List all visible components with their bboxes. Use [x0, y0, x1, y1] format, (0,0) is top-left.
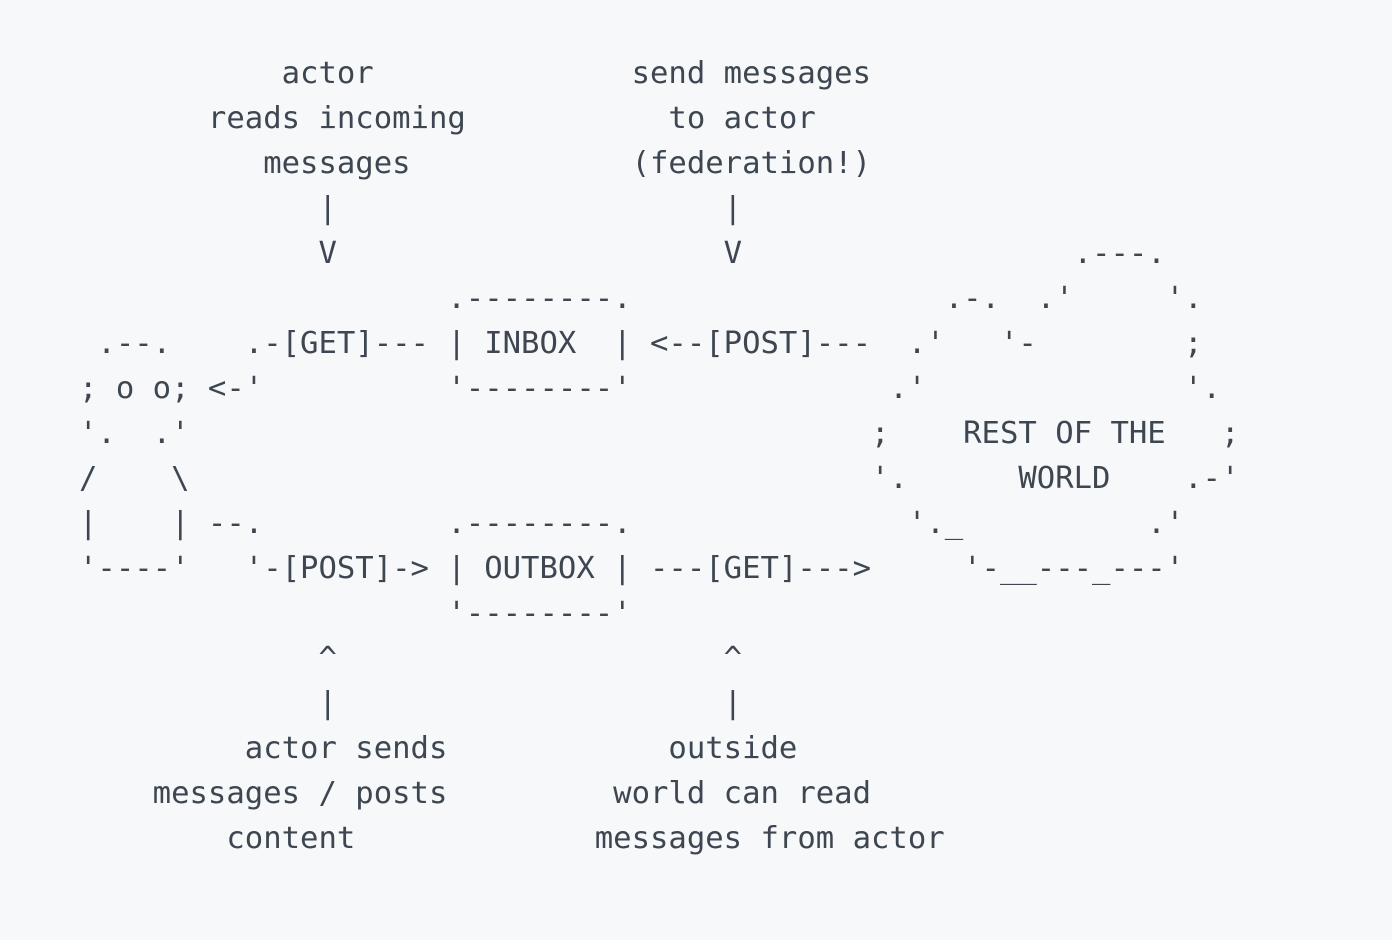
ascii-diagram-text: actor send messages reads incoming to ac… [79, 56, 1240, 856]
